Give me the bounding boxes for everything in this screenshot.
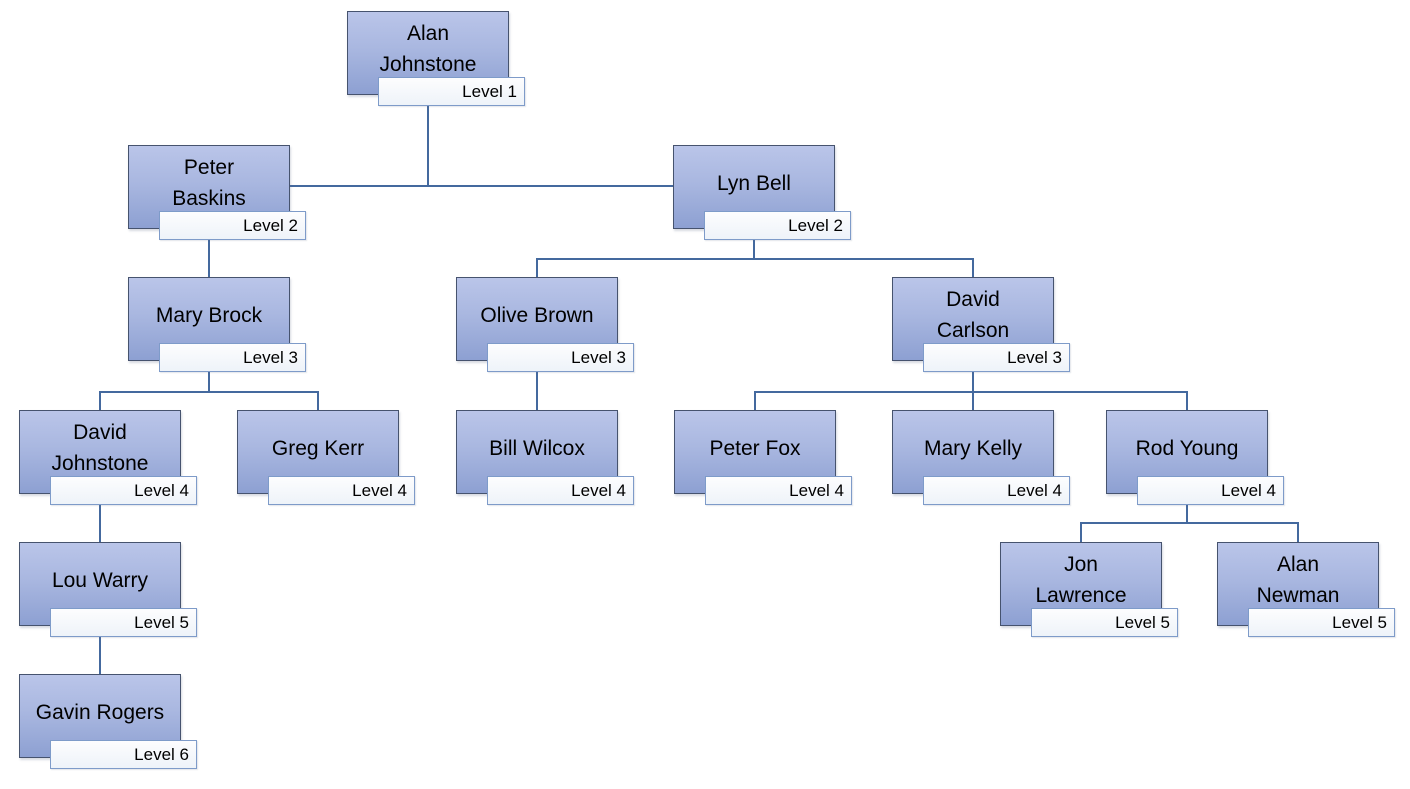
level-badge[interactable]: Level 4 <box>923 476 1070 505</box>
level-label: Level 2 <box>788 215 843 235</box>
connector-line <box>208 372 210 393</box>
person-name: Peter Fox <box>709 436 801 460</box>
person-name: Lou Warry <box>51 568 149 592</box>
level-label: Level 4 <box>789 480 844 500</box>
connector-line <box>536 258 538 277</box>
person-name: Greg Kerr <box>271 436 365 460</box>
connector-line <box>427 106 429 187</box>
level-label: Level 4 <box>134 480 189 500</box>
connector-line <box>536 372 538 410</box>
level-badge[interactable]: Level 6 <box>50 740 197 769</box>
level-label: Level 4 <box>1221 480 1276 500</box>
level-badge[interactable]: Level 5 <box>1248 608 1395 637</box>
level-label: Level 5 <box>134 612 189 632</box>
connector-line <box>1186 391 1188 410</box>
level-label: Level 4 <box>352 480 407 500</box>
connector-line <box>290 185 673 187</box>
org-node-alan-johnstone[interactable]: Alan Johnstone Level 1 <box>347 11 525 106</box>
connector-line <box>99 391 101 410</box>
level-label: Level 3 <box>243 347 298 367</box>
connector-line <box>754 391 756 410</box>
org-node-peter-baskins[interactable]: Peter Baskins Level 2 <box>128 145 306 240</box>
org-node-rod-young[interactable]: Rod Young Level 4 <box>1106 410 1284 505</box>
level-label: Level 3 <box>1007 347 1062 367</box>
connector-line <box>99 505 101 542</box>
level-badge[interactable]: Level 5 <box>1031 608 1178 637</box>
org-node-david-johnstone[interactable]: David Johnstone Level 4 <box>19 410 197 505</box>
org-node-box[interactable]: David Carlson <box>892 277 1054 361</box>
level-badge[interactable]: Level 4 <box>705 476 852 505</box>
level-badge[interactable]: Level 2 <box>159 211 306 240</box>
level-badge[interactable]: Level 4 <box>1137 476 1284 505</box>
level-label: Level 5 <box>1115 612 1170 632</box>
org-node-bill-wilcox[interactable]: Bill Wilcox Level 4 <box>456 410 634 505</box>
connector-line <box>317 391 319 410</box>
org-node-gavin-rogers[interactable]: Gavin Rogers Level 6 <box>19 674 197 769</box>
level-label: Level 1 <box>462 81 517 101</box>
org-node-jon-lawrence[interactable]: Jon Lawrence Level 5 <box>1000 542 1178 637</box>
org-node-david-carlson[interactable]: David Carlson Level 3 <box>892 277 1070 372</box>
person-name: Mary Kelly <box>923 436 1023 460</box>
level-label: Level 4 <box>571 480 626 500</box>
person-name: Lyn Bell <box>717 171 791 195</box>
connector-line <box>972 258 974 277</box>
connector-line <box>1080 522 1299 524</box>
level-label: Level 2 <box>243 215 298 235</box>
level-badge[interactable]: Level 4 <box>487 476 634 505</box>
connector-line <box>1080 522 1082 542</box>
org-node-lou-warry[interactable]: Lou Warry Level 5 <box>19 542 197 637</box>
org-node-greg-kerr[interactable]: Greg Kerr Level 4 <box>237 410 415 505</box>
person-name: Alan Johnstone <box>379 22 477 76</box>
level-badge[interactable]: Level 3 <box>487 343 634 372</box>
person-name: Olive Brown <box>480 303 594 327</box>
org-node-mary-kelly[interactable]: Mary Kelly Level 4 <box>892 410 1070 505</box>
org-node-mary-brock[interactable]: Mary Brock Level 3 <box>128 277 306 372</box>
person-name: Peter Baskins <box>172 156 246 210</box>
person-name: Rod Young <box>1135 436 1239 460</box>
person-name: David Carlson <box>936 288 1010 342</box>
connector-line <box>1297 522 1299 542</box>
org-node-olive-brown[interactable]: Olive Brown Level 3 <box>456 277 634 372</box>
connector-line <box>972 391 974 410</box>
connector-line <box>99 391 319 393</box>
connector-line <box>208 240 210 277</box>
person-name: Bill Wilcox <box>489 436 585 460</box>
connector-line <box>536 258 974 260</box>
person-name: Jon Lawrence <box>1035 553 1127 607</box>
level-label: Level 3 <box>571 347 626 367</box>
connector-line <box>1186 505 1188 524</box>
person-name: David Johnstone <box>51 421 149 475</box>
connector-line <box>99 637 101 674</box>
level-badge[interactable]: Level 5 <box>50 608 197 637</box>
connector-line <box>754 391 1188 393</box>
connector-line <box>753 240 755 260</box>
level-badge[interactable]: Level 3 <box>923 343 1070 372</box>
level-label: Level 4 <box>1007 480 1062 500</box>
person-name: Mary Brock <box>155 303 263 327</box>
level-badge[interactable]: Level 3 <box>159 343 306 372</box>
level-badge[interactable]: Level 4 <box>50 476 197 505</box>
connector-line <box>972 372 974 393</box>
level-label: Level 6 <box>134 744 189 764</box>
level-badge[interactable]: Level 2 <box>704 211 851 240</box>
person-name: Gavin Rogers <box>35 700 165 724</box>
org-node-lyn-bell[interactable]: Lyn Bell Level 2 <box>673 145 851 240</box>
level-badge[interactable]: Level 4 <box>268 476 415 505</box>
level-badge[interactable]: Level 1 <box>378 77 525 106</box>
level-label: Level 5 <box>1332 612 1387 632</box>
org-node-alan-newman[interactable]: Alan Newman Level 5 <box>1217 542 1395 637</box>
org-node-peter-fox[interactable]: Peter Fox Level 4 <box>674 410 852 505</box>
person-name: Alan Newman <box>1256 553 1340 607</box>
